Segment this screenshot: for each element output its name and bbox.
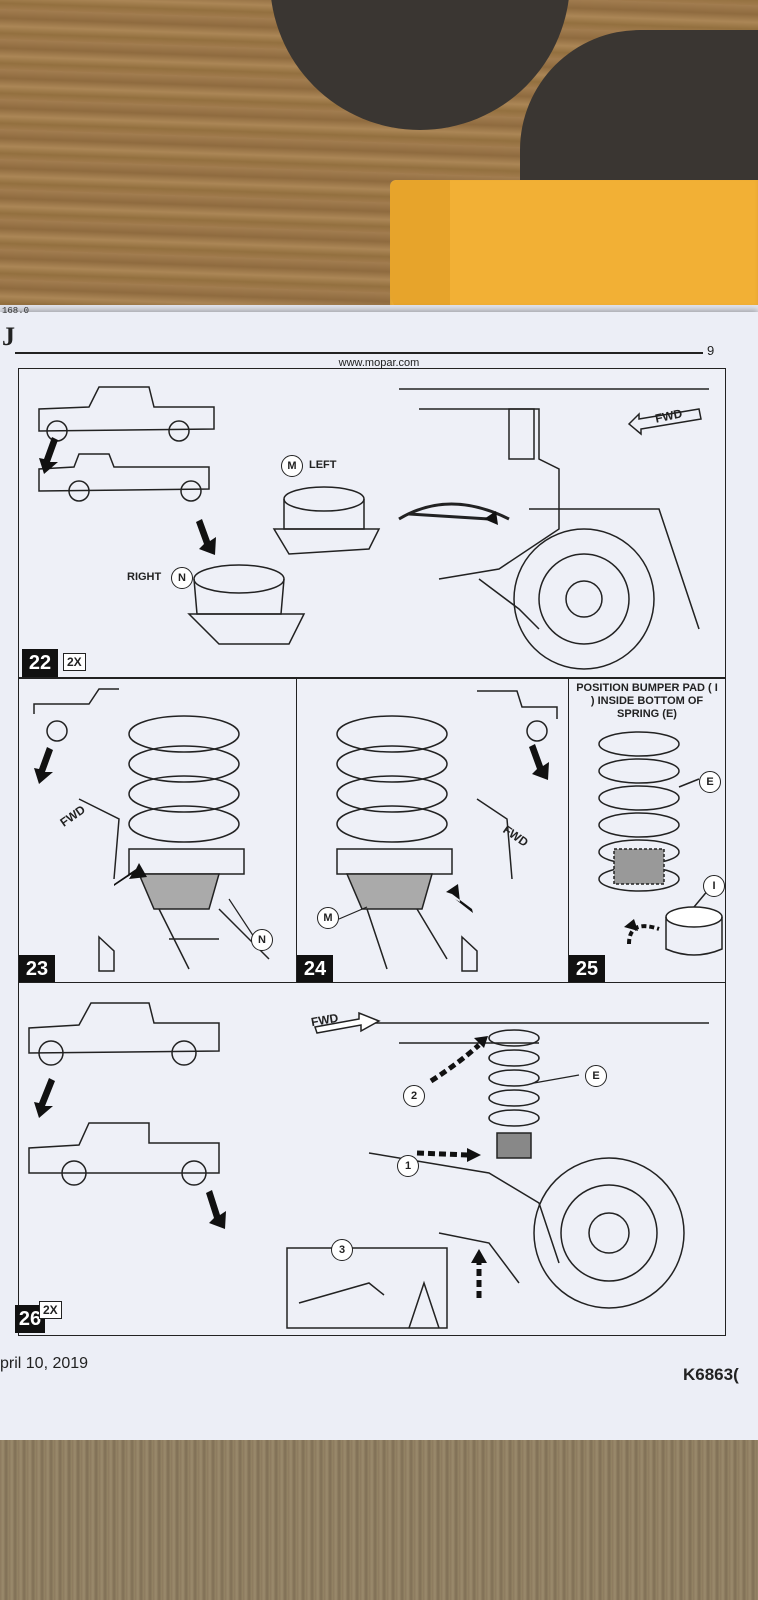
label-left: LEFT xyxy=(309,459,337,471)
header-rule xyxy=(15,352,703,354)
part-number: K6863( xyxy=(683,1365,739,1384)
step-number: 24 xyxy=(297,955,333,983)
callout-n: N xyxy=(251,929,273,951)
website-url: www.mopar.com xyxy=(338,357,420,369)
step-23-panel: FWD N 23 xyxy=(18,678,298,984)
callout-n: N xyxy=(171,567,193,589)
fwd-arrow-icon xyxy=(627,408,702,436)
callout-2: 2 xyxy=(403,1085,425,1107)
callout-3: 3 xyxy=(331,1239,353,1261)
step-number: 25 xyxy=(569,955,605,983)
callout-e: E xyxy=(699,771,721,793)
step-26-panel: FWD E 2 1 3 26 2X xyxy=(15,982,726,1336)
step-22-illustration xyxy=(38,386,709,670)
quantity-badge: 2X xyxy=(63,653,86,671)
step-25-panel: E I 25 xyxy=(568,678,726,984)
callout-1: 1 xyxy=(397,1155,419,1177)
quantity-badge: 2X xyxy=(39,1301,62,1319)
label-right: RIGHT xyxy=(127,571,162,583)
step-number: 23 xyxy=(19,955,55,983)
callout-e: E xyxy=(585,1065,607,1087)
step-23-illustration xyxy=(33,688,270,972)
callout-m: M xyxy=(317,907,339,929)
page-code: 168.0 xyxy=(2,306,30,316)
publish-date: pril 10, 2019 xyxy=(0,1355,89,1372)
step-26-illustration xyxy=(28,1002,709,1329)
page-letter: J xyxy=(2,322,15,351)
page-number: 9 xyxy=(707,343,715,358)
paper-edge xyxy=(0,305,758,315)
callout-m: M xyxy=(281,455,303,477)
step-24-panel: FWD M 24 xyxy=(296,678,570,984)
step-24-illustration xyxy=(336,690,558,972)
yellow-envelope xyxy=(390,180,758,320)
step-25-illustration xyxy=(598,731,723,956)
step-25-instruction: POSITION BUMPER PAD ( I ) INSIDE BOTTOM … xyxy=(576,682,718,720)
step-number: 22 xyxy=(22,649,58,677)
callout-i: I xyxy=(703,875,725,897)
carpet-background xyxy=(0,1440,758,1600)
step-22-panel: M LEFT RIGHT N FWD 22 2X xyxy=(18,368,726,678)
